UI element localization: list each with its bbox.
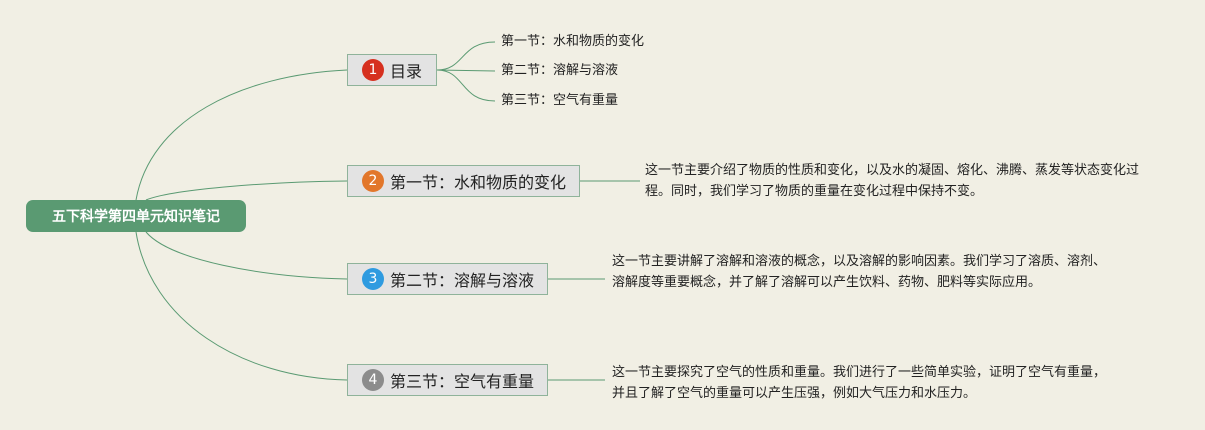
description-section-1[interactable]: 这一节主要介绍了物质的性质和变化，以及水的凝固、熔化、沸腾、蒸发等状态变化过程。… — [645, 163, 1140, 199]
root-label: 五下科学第四单元知识笔记 — [52, 209, 220, 225]
toc-item-3[interactable]: 第三节：空气有重量 — [501, 93, 619, 108]
number-badge: 3 — [362, 268, 384, 290]
connector-root-branch-2 — [145, 180, 348, 201]
branch-node-toc[interactable]: 1 目录 — [347, 54, 437, 86]
description-section-3[interactable]: 这一节主要探究了空气的性质和重量。我们进行了一些简单实验，证明了空气有重量，并且… — [612, 365, 1107, 401]
branch-label: 第一节：水和物质的变化 — [390, 173, 567, 192]
branch-label: 第三节：空气有重量 — [390, 372, 535, 391]
branch-label: 目录 — [390, 62, 423, 81]
toc-item-2[interactable]: 第二节：溶解与溶液 — [501, 63, 619, 78]
root-node[interactable]: 五下科学第四单元知识笔记 — [26, 200, 246, 232]
connector-root-branch-4 — [135, 231, 348, 381]
connector-toc-1 — [436, 41, 496, 71]
connector-root-branch-3 — [145, 231, 348, 280]
branch-label: 第二节：溶解与溶液 — [390, 271, 535, 290]
branch-node-section-3[interactable]: 4 第三节：空气有重量 — [347, 364, 548, 396]
connector-toc-2 — [436, 69, 496, 72]
connector-toc-3 — [436, 69, 496, 102]
number-badge: 4 — [362, 369, 384, 391]
description-section-2[interactable]: 这一节主要讲解了溶解和溶液的概念，以及溶解的影响因素。我们学习了溶质、溶剂、溶解… — [612, 254, 1107, 290]
connector-root-branch-1 — [135, 69, 348, 201]
toc-item-1[interactable]: 第一节：水和物质的变化 — [501, 34, 645, 49]
branch-node-section-1[interactable]: 2 第一节：水和物质的变化 — [347, 165, 580, 197]
number-badge: 1 — [362, 59, 384, 81]
branch-node-section-2[interactable]: 3 第二节：溶解与溶液 — [347, 263, 548, 295]
number-badge: 2 — [362, 170, 384, 192]
